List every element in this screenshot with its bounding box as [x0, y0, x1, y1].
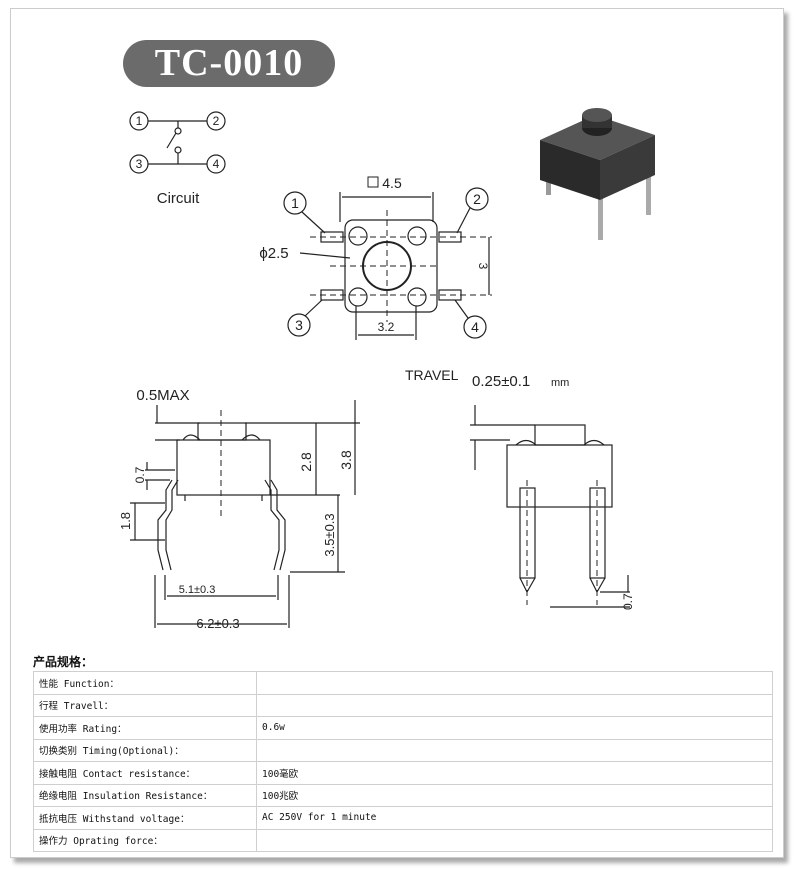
table-row: 抵抗电压 Withstand voltage：AC 250V for 1 min…: [33, 806, 773, 830]
technical-drawing: 1 2 3 4 Circuit 1 2 3 4 4.5 ϕ2.5 3.2: [118, 108, 655, 631]
circuit-label: Circuit: [157, 190, 200, 207]
svg-text:0.7: 0.7: [621, 593, 635, 610]
front-view: TRAVEL 0.25±0.1 mm 0.7: [405, 367, 635, 610]
svg-text:4: 4: [213, 157, 220, 171]
table-row: 操作力 Oprating force：: [33, 828, 773, 852]
svg-text:2: 2: [213, 114, 220, 128]
svg-text:2.8: 2.8: [298, 452, 314, 472]
svg-text:4: 4: [471, 319, 479, 335]
svg-text:1: 1: [291, 195, 299, 211]
model-title: TC-0010: [123, 40, 335, 87]
svg-text:5.1±0.3: 5.1±0.3: [179, 584, 216, 596]
svg-text:0.7: 0.7: [133, 466, 147, 483]
svg-text:mm: mm: [551, 377, 569, 389]
table-row: 性能 Function：: [33, 671, 773, 695]
top-view: 1 2 3 4 4.5 ϕ2.5 3.2 3: [259, 175, 492, 340]
table-row: 接触电阻 Contact resistance：100毫欧: [33, 761, 773, 785]
svg-text:3: 3: [136, 157, 143, 171]
svg-text:1.8: 1.8: [118, 512, 133, 530]
circuit-diagram: 1 2 3 4 Circuit: [129, 111, 226, 207]
svg-text:3: 3: [476, 263, 490, 270]
svg-text:0.5MAX: 0.5MAX: [136, 387, 189, 404]
svg-text:6.2±0.3: 6.2±0.3: [196, 616, 239, 631]
spec-table: 性能 Function： 行程 Travell： 使用功率 Rating：0.6…: [33, 671, 773, 852]
svg-text:4.5: 4.5: [382, 175, 402, 191]
switch-photo: [540, 108, 655, 240]
svg-text:3: 3: [295, 317, 303, 333]
table-row: 行程 Travell：: [33, 693, 773, 717]
table-row: 绝缘电阻 Insulation Resistance：100兆欧: [33, 783, 773, 807]
svg-text:3.8: 3.8: [338, 450, 354, 470]
table-row: 切换类别 Timing(Optional)：: [33, 738, 773, 762]
svg-text:0.25±0.1: 0.25±0.1: [472, 373, 530, 390]
svg-text:1: 1: [136, 114, 143, 128]
svg-text:ϕ2.5: ϕ2.5: [259, 245, 288, 262]
svg-text:3.2: 3.2: [378, 320, 395, 334]
svg-text:2: 2: [473, 191, 481, 207]
table-row: 使用功率 Rating：0.6w: [33, 716, 773, 740]
spec-heading: 产品规格：: [33, 655, 94, 669]
svg-text:3.5±0.3: 3.5±0.3: [322, 513, 337, 556]
side-view: 0.5MAX 5.1±0.3 6.2±0.3 0.7 1.8 2.8 3.8 3…: [118, 387, 360, 631]
svg-text:TRAVEL: TRAVEL: [405, 367, 459, 383]
